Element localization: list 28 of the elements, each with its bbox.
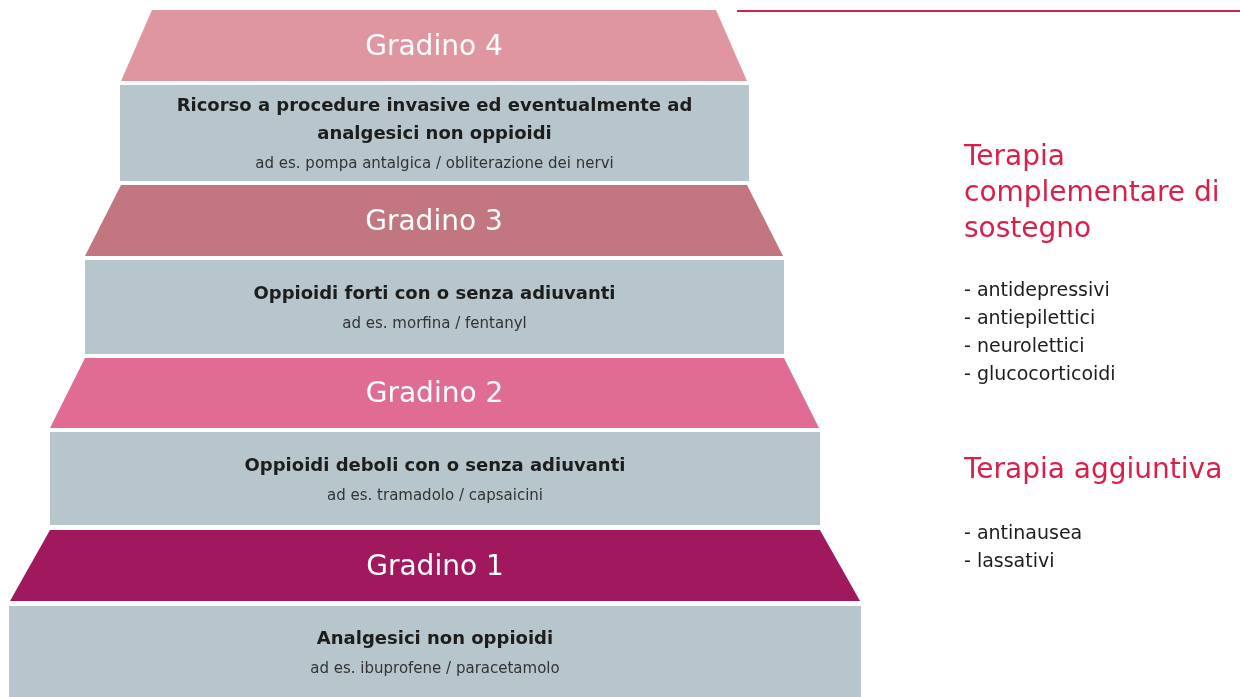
therapy-description: Ricorso a procedure invasive ed eventualmente ad analgesici non oppioidi [175,93,694,145]
content-box [85,260,784,354]
list-item: - antidepressivi [964,277,1111,302]
example-text: ad es. ibuprofene / paracetamolo [310,657,560,679]
section-heading: Terapia aggiuntiva [964,451,1224,487]
list-item: - neurolettici [964,333,1086,358]
section-heading: Terapia complementare di sostegno [964,138,1221,246]
trapezoid-band [50,358,819,428]
step-title: Gradino 1 [366,551,504,580]
list-item: - lassativi [964,548,1056,573]
step-title: Gradino 2 [365,379,504,407]
list-item: - glucocorticoidi [964,361,1117,386]
example-text: ad es. pompa antalgica / obliterazione dei nervi [255,153,614,174]
step-title: Gradino 3 [365,206,503,235]
trapezoid-band [10,530,860,601]
trapezoid-band [85,185,783,256]
therapy-description: Oppioidi forti con o senza adiuvanti [253,281,616,305]
list-item: - antinausea [964,520,1084,545]
trapezoid-band [121,10,747,81]
content-box [50,432,820,525]
therapy-description: Analgesici non oppioidi [316,625,554,650]
content-box [120,85,749,181]
list-item: - antiepilettici [964,305,1097,330]
example-text: ad es. morfina / fentanyl [342,313,527,334]
therapy-description: Oppioidi deboli con o senza adiuvanti [244,452,626,477]
step-title: Gradino 4 [365,31,503,60]
content-box [9,606,861,697]
example-text: ad es. tramadolo / capsaicini [327,484,543,506]
